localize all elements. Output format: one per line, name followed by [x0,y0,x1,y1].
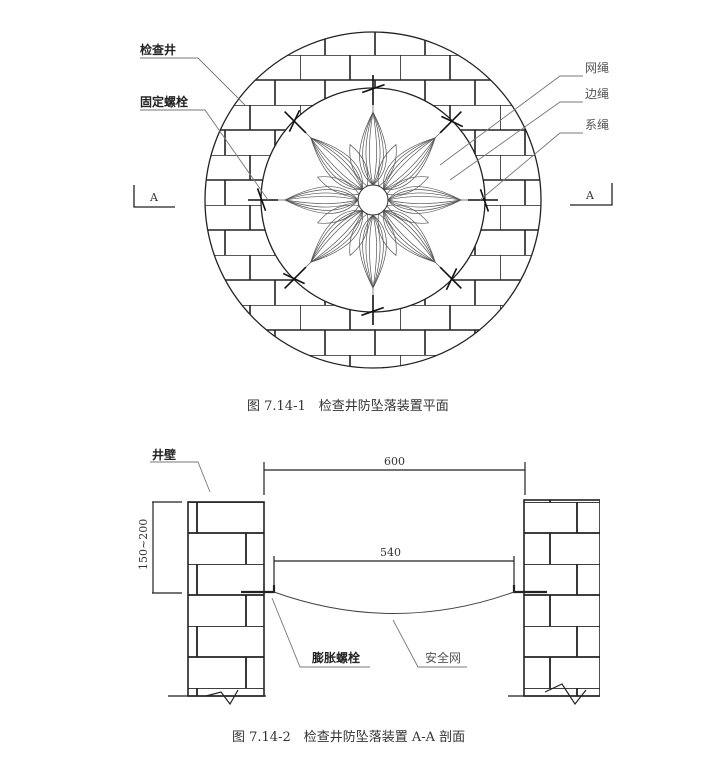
right-wall [523,499,601,697]
dimension-540 [273,556,515,585]
label-expansion-bolt: 膨胀螺栓 [311,650,360,665]
label-net-rope: 网绳 [585,61,609,75]
plan-leaders [140,57,583,201]
net-petal-inner [349,213,369,257]
label-safety-net: 安全网 [425,650,461,665]
net-petal-inner [377,213,397,257]
safety-net-curve [273,591,515,614]
fixing-bolt-icon [248,188,278,212]
outer-wall [204,31,542,369]
fixing-bolt-icon [361,75,385,105]
dimension-600 [263,462,526,495]
fixing-bolt-icon [468,188,498,212]
caption-section: 图 7.14-2 检查井防坠落装置 A-A 剖面 [232,729,465,745]
dimension-depth [152,501,182,594]
fixing-bolt-icon [282,266,307,289]
dim-depth: 150~200 [137,519,150,570]
fixing-bolt-icon [284,109,307,134]
section-view [150,461,620,710]
net-petal [310,137,363,190]
section-marker-right [570,183,613,206]
fixing-bolts [248,75,498,325]
net-petal [383,210,436,263]
net-petal-inner [386,176,430,196]
dim-600: 600 [384,455,405,468]
net-hub [357,184,389,216]
label-fixing-bolt: 固定螺栓 [140,94,188,109]
caption-plan: 图 7.14-1 检查井防坠落装置平面 [247,398,449,414]
label-tie-rope: 系绳 [585,118,609,132]
net-petal [383,137,436,190]
manhole-plan [200,30,550,370]
net-petal-inner [316,204,360,224]
label-manhole: 检查井 [140,42,176,57]
expansion-bolts [241,585,547,594]
net-petal-inner [386,204,430,224]
net-petal [310,210,363,263]
safety-net-star [263,90,483,310]
net-petal-inner [349,143,369,187]
fixing-bolt-icon [439,266,462,291]
break-mark-right [544,683,587,706]
section-label-left: A [149,191,159,204]
label-edge-rope: 边绳 [585,87,609,101]
break-mark-left [205,689,239,706]
net-petal-inner [316,176,360,196]
dim-540: 540 [380,546,401,559]
fixing-bolt-icon [439,111,464,134]
fixing-bolt-icon [361,295,385,325]
net-petal-inner [377,143,397,187]
section-label-right: A [585,189,595,202]
section-marker-left [133,185,175,208]
left-wall [187,501,265,697]
label-well-wall: 井壁 [152,447,176,462]
